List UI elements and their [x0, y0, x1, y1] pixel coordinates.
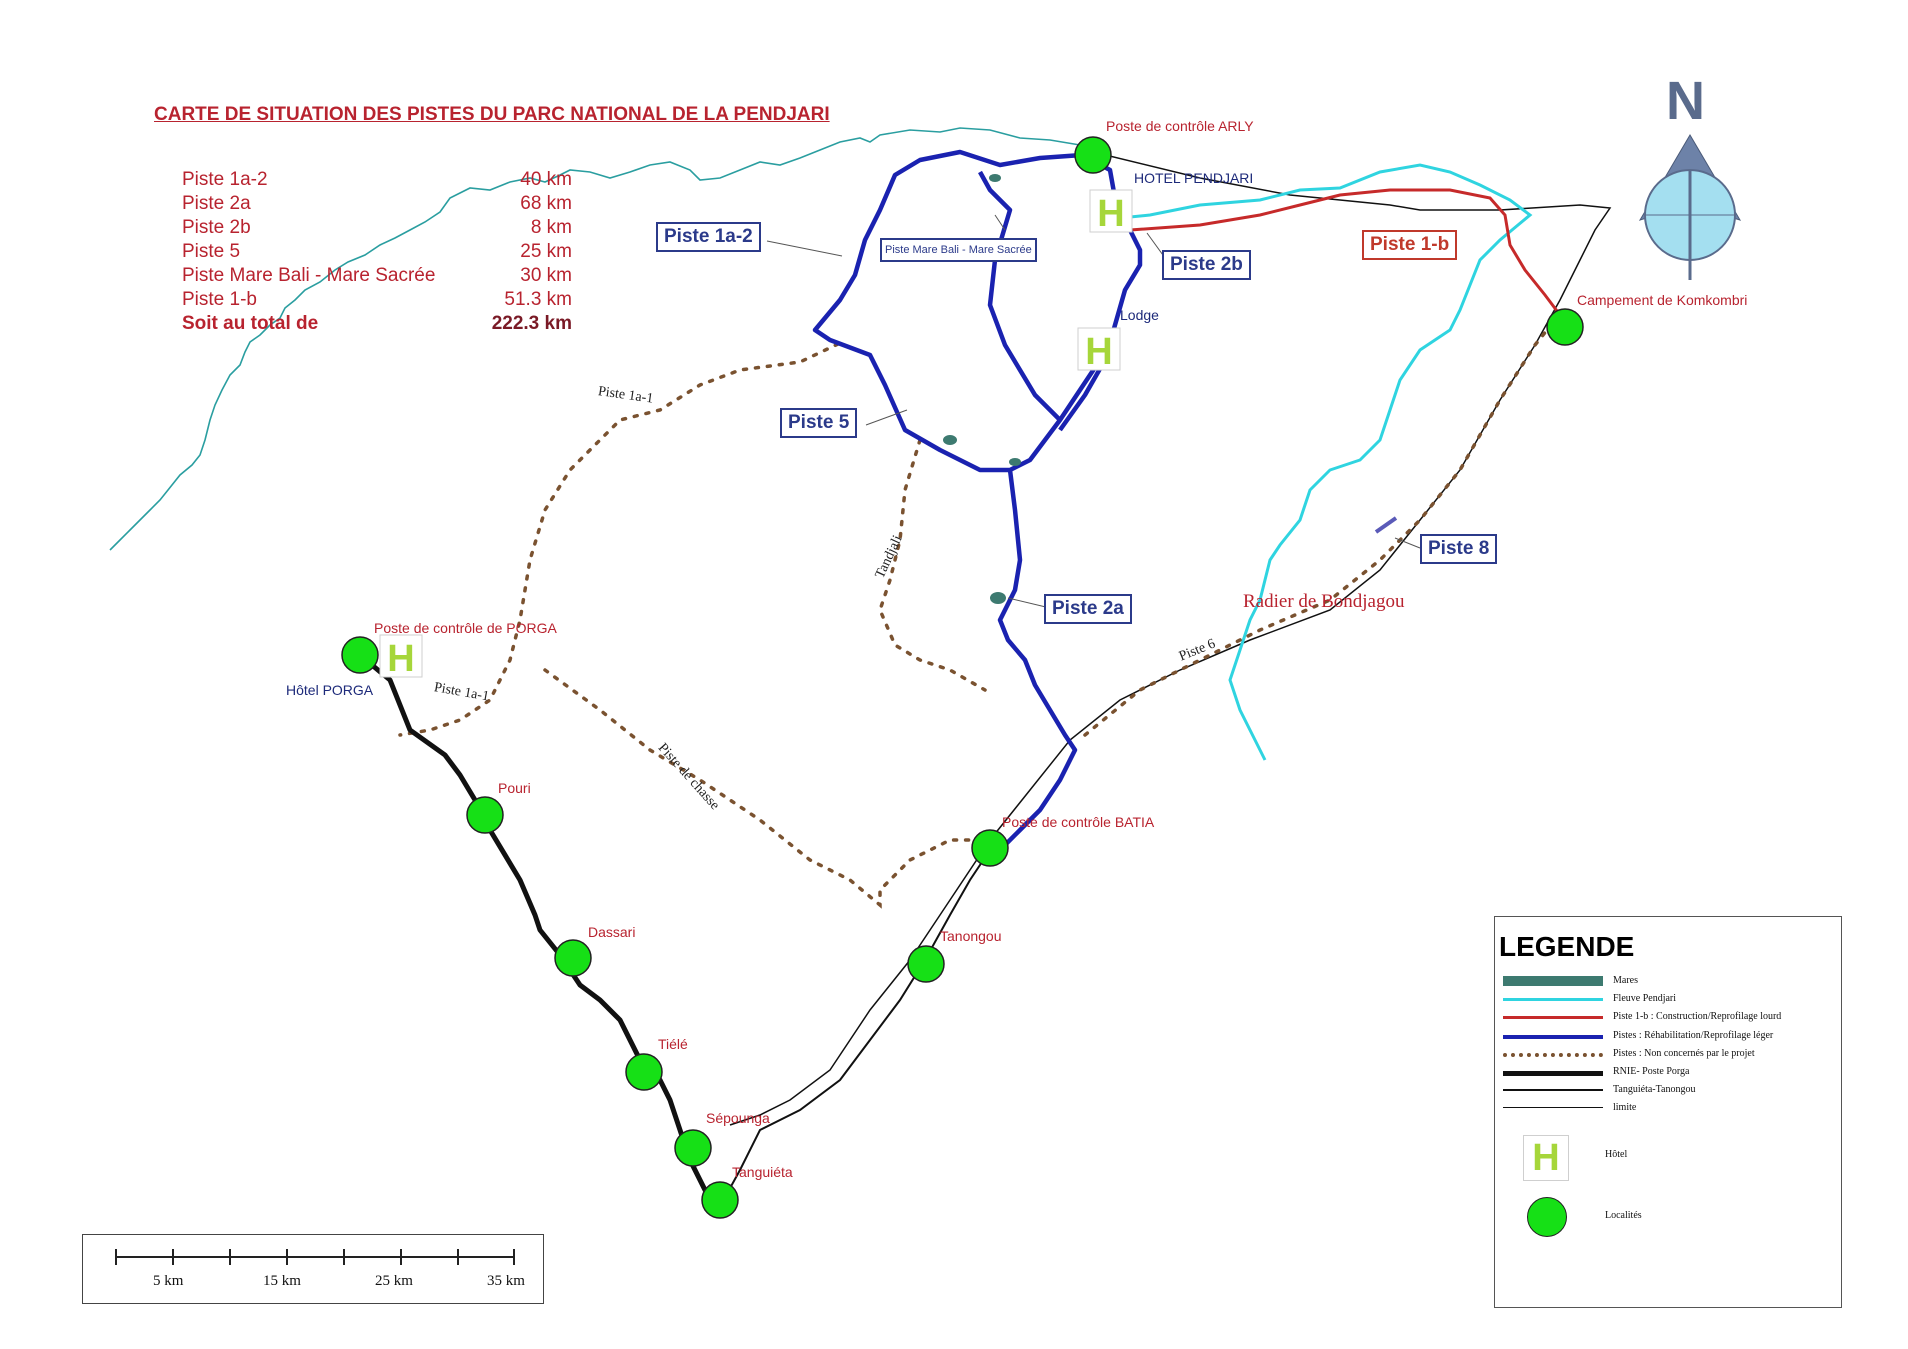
scale-label: 5 km	[153, 1273, 184, 1289]
place-komkombri: Campement de Komkombri	[1577, 292, 1748, 308]
legend-item-mare: Mares	[1503, 972, 1833, 990]
locality-komkombri	[1546, 308, 1584, 346]
place-arly: Poste de contrôle ARLY	[1106, 118, 1254, 134]
place-porga-post: Poste de contrôle de PORGA	[374, 620, 557, 636]
svg-text:H: H	[1085, 331, 1112, 373]
legend-item-limit: limite	[1503, 1099, 1833, 1117]
label-leaders	[766, 214, 1421, 609]
legend-item-river: Fleuve Pendjari	[1503, 990, 1833, 1008]
mares	[943, 174, 1021, 604]
legend-hotel-label: Hôtel	[1605, 1149, 1628, 1160]
label-piste-8: Piste 8	[1420, 534, 1498, 564]
legend-item-dotted: Pistes : Non concernés par le projet	[1503, 1045, 1833, 1063]
label-piste-2b: Piste 2b	[1162, 250, 1251, 280]
place-sepounga: Sépounga	[706, 1110, 770, 1126]
river-upper-west	[109, 127, 1081, 551]
svg-text:H: H	[387, 638, 414, 680]
locality-tanongou	[907, 945, 945, 983]
map-legend: LEGENDE Mares Fleuve Pendjari Piste 1-b …	[1494, 916, 1842, 1308]
label-piste-5: Piste 5	[780, 408, 858, 438]
blue-tracks	[812, 149, 1398, 858]
place-hotel-porga: Hôtel PORGA	[286, 682, 374, 698]
legend-item-red: Piste 1-b : Construction/Reprofilage lou…	[1503, 1008, 1833, 1026]
locality-porga	[341, 636, 379, 674]
place-tanongou: Tanongou	[940, 928, 1002, 944]
legend-item-rnie: RNIE- Poste Porga	[1503, 1063, 1833, 1081]
locality-batia	[971, 829, 1009, 867]
scale-bar: 5 km 15 km 25 km 35 km	[82, 1234, 544, 1304]
localities	[341, 136, 1584, 1219]
road-tanguieta-tanongou	[717, 849, 991, 1211]
hotel-lodge-icon: H	[1077, 327, 1121, 373]
dotted-tracks	[398, 318, 1557, 909]
river-pendjari	[1099, 163, 1533, 761]
label-piste-mare: Piste Mare Bali - Mare Sacrée	[880, 238, 1037, 262]
park-boundary	[729, 149, 1612, 1126]
scale-label: 15 km	[263, 1273, 301, 1289]
locality-tanguieta	[701, 1181, 739, 1219]
legend-item-blue: Pistes : Réhabilitation/Reprofilage lége…	[1503, 1027, 1833, 1045]
label-piste-1b: Piste 1-b	[1362, 230, 1458, 260]
locality-arly	[1074, 136, 1112, 174]
legend-locality-icon	[1527, 1197, 1567, 1237]
svg-text:H: H	[1097, 193, 1124, 235]
place-hotel-pendjari: HOTEL PENDJARI	[1134, 170, 1254, 186]
scale-label: 25 km	[375, 1273, 413, 1289]
locality-sepounga	[674, 1129, 712, 1167]
place-pouri: Pouri	[498, 780, 531, 796]
place-tanguieta: Tanguiéta	[732, 1164, 793, 1180]
legend-item-road: Tanguiéta-Tanongou	[1503, 1081, 1833, 1099]
label-radier: Radier de Bondjagou	[1243, 591, 1405, 612]
north-arrow-icon	[1638, 134, 1742, 280]
place-lodge: Lodge	[1120, 307, 1159, 323]
locality-dassari	[554, 939, 592, 977]
place-tiele: Tiélé	[658, 1036, 688, 1052]
hotel-porga-icon: H	[379, 634, 423, 680]
legend-hotel-icon: H	[1523, 1135, 1569, 1181]
locality-pouri	[466, 796, 504, 834]
scale-label: 35 km	[487, 1273, 525, 1289]
label-piste-1a2: Piste 1a-2	[656, 222, 761, 252]
map-title: CARTE DE SITUATION DES PISTES DU PARC NA…	[154, 104, 830, 125]
label-piste-2a: Piste 2a	[1044, 594, 1132, 624]
road-rnie	[358, 653, 721, 1212]
hotel-pendjari-icon: H	[1089, 189, 1133, 235]
legend-locality-label: Localités	[1605, 1210, 1642, 1221]
place-dassari: Dassari	[588, 924, 636, 940]
legend-title: LEGENDE	[1499, 931, 1635, 962]
hotels: H H H	[379, 189, 1133, 680]
track-piste-1b	[1129, 188, 1562, 316]
place-batia: Poste de contrôle BATIA	[1002, 814, 1155, 830]
north-label: N	[1666, 71, 1705, 131]
locality-tiele	[625, 1053, 663, 1091]
